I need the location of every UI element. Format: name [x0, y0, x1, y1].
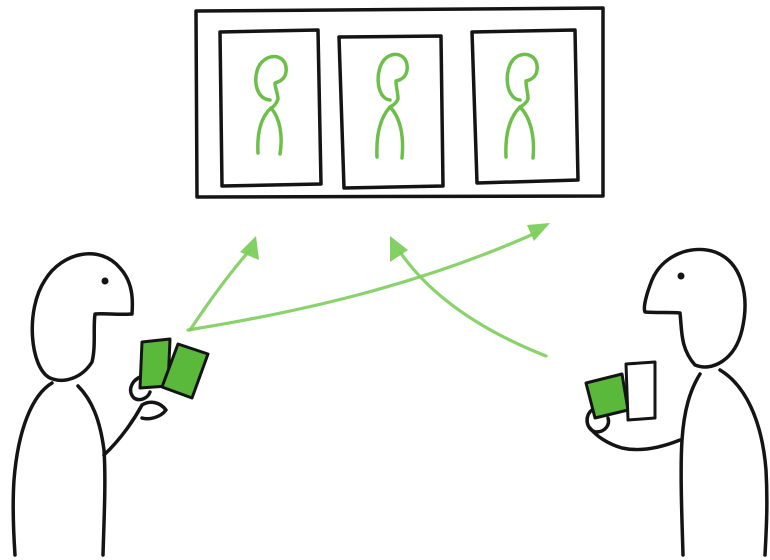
person-silhouette-icon — [256, 57, 286, 154]
board-panel-3 — [472, 30, 578, 183]
back-contour — [78, 386, 105, 555]
body — [720, 370, 767, 555]
arrow-left-to-panel-3 — [188, 223, 550, 330]
head — [644, 250, 745, 367]
arrow-left-to-panel-1 — [190, 236, 259, 330]
person-silhouette-icon — [506, 54, 537, 158]
board-panel-2 — [339, 36, 443, 188]
arrow-right-to-panel-2 — [390, 236, 546, 356]
white-card — [626, 362, 655, 420]
display-board — [196, 8, 603, 197]
person-silhouette-icon — [377, 54, 407, 158]
right-person — [586, 250, 767, 555]
body — [13, 383, 52, 555]
arrows — [188, 223, 550, 356]
left-person — [13, 254, 208, 555]
eye — [102, 278, 109, 285]
arm — [104, 402, 166, 455]
arrow-head — [527, 223, 550, 241]
board-panel-1 — [220, 30, 321, 186]
head — [32, 254, 132, 380]
back-contour — [681, 374, 700, 555]
panel-frame — [339, 36, 443, 188]
eye — [678, 273, 685, 280]
